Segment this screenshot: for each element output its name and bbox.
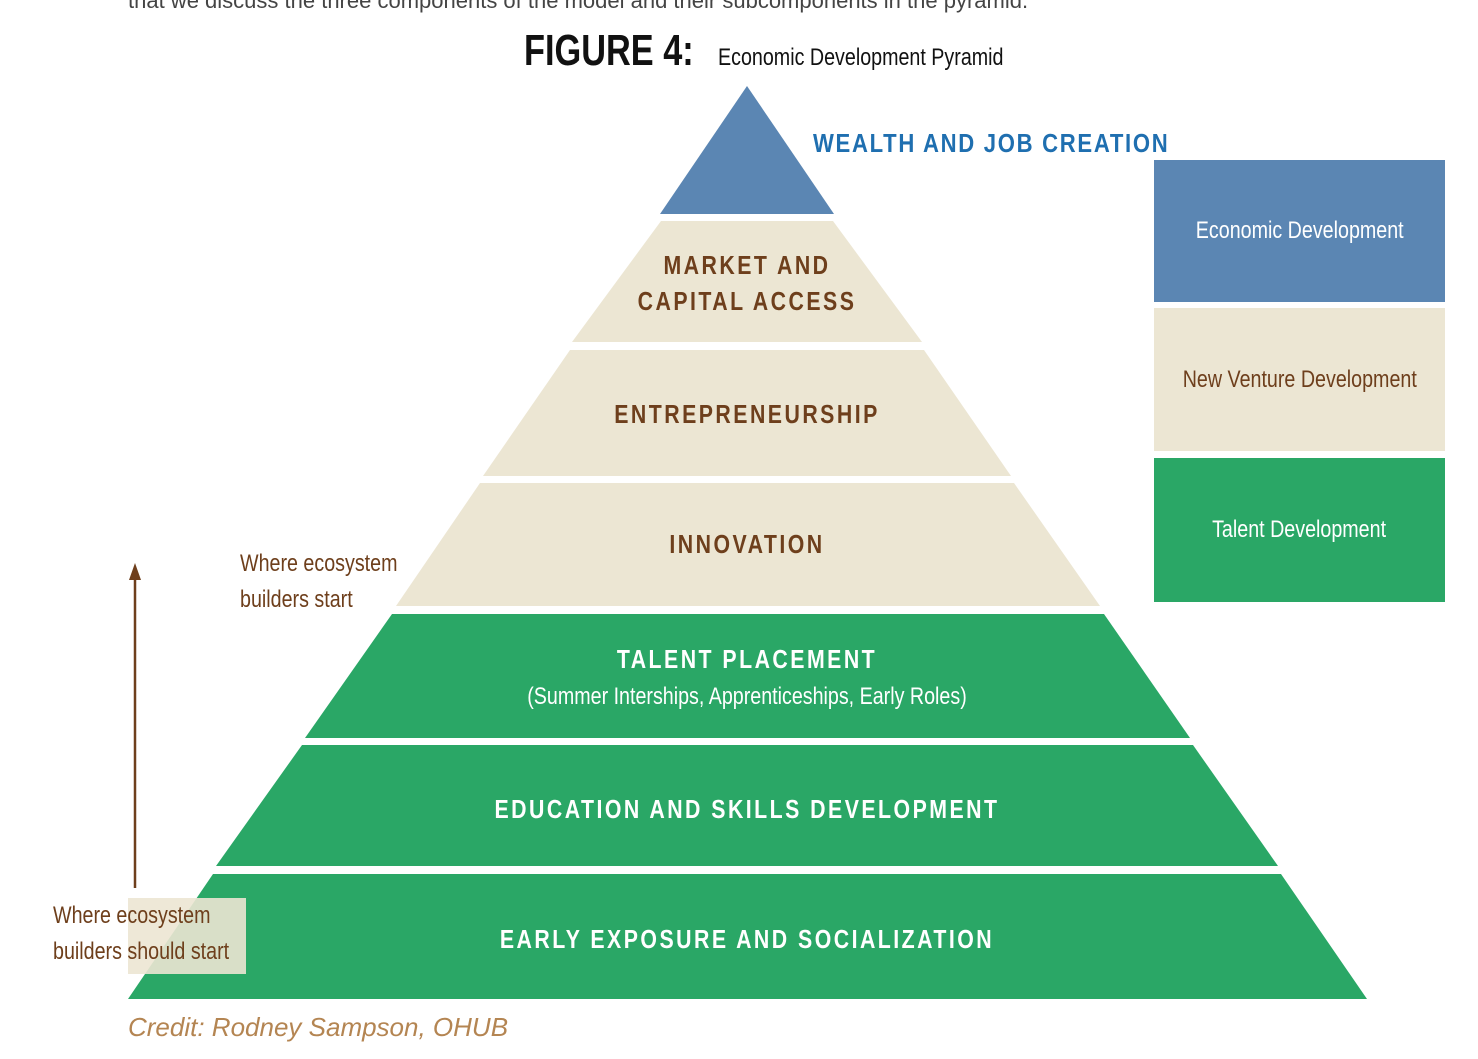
tier-innovation: [396, 483, 1100, 606]
tier-label-talent-placement-detail: (Summer Interships, Apprenticeships, Ear…: [527, 682, 967, 709]
tier-label-market-1: MARKET AND: [663, 251, 830, 281]
annotation-current-start: Where ecosystem builders start: [240, 546, 397, 618]
annotation-current-start-line1: Where ecosystem: [240, 550, 398, 577]
legend-economic-development: Economic Development: [1154, 160, 1445, 302]
tier-label-talent-placement: TALENT PLACEMENT: [617, 645, 877, 675]
legend-economic-label: Economic Development: [1195, 217, 1404, 244]
figure-title: FIGURE 4: Economic Development Pyramid: [524, 26, 1066, 76]
tier-education-skills: [216, 745, 1278, 866]
tier-talent-placement: [305, 614, 1190, 738]
legend-talent-label: Talent Development: [1212, 516, 1387, 543]
apex-label: WEALTH AND JOB CREATION: [813, 129, 1169, 158]
tier-label-education: EDUCATION AND SKILLS DEVELOPMENT: [495, 795, 1000, 825]
legend-talent-development: Talent Development: [1154, 458, 1445, 602]
annotation-should-start: Where ecosystem builders should start: [53, 898, 229, 970]
figure-label: FIGURE 4:: [524, 26, 694, 75]
tier-label-early-exposure: EARLY EXPOSURE AND SOCIALIZATION: [500, 925, 994, 955]
annotation-current-start-line2: builders start: [240, 586, 353, 613]
pyramid-apex: [660, 86, 834, 214]
tier-market-capital-access: [572, 221, 922, 342]
credit-line: Credit: Rodney Sampson, OHUB: [128, 1012, 509, 1042]
tier-entrepreneurship: [483, 350, 1011, 476]
figure-subtitle: Economic Development Pyramid: [718, 44, 1004, 71]
cutoff-text-line: that we discuss the three components of …: [128, 0, 1029, 13]
annotation-should-start-line2: builders should start: [53, 938, 230, 965]
tier-label-innovation: INNOVATION: [669, 530, 824, 560]
tier-label-market-2: CAPITAL ACCESS: [638, 287, 857, 317]
legend-new-venture-development: New Venture Development: [1154, 308, 1445, 451]
annotation-highlight: [128, 898, 246, 974]
annotation-should-start-line1: Where ecosystem: [53, 902, 211, 929]
tier-early-exposure: [128, 874, 1367, 999]
tier-label-entrepreneurship: ENTREPRENEURSHIP: [614, 400, 880, 430]
legend-venture-label: New Venture Development: [1182, 365, 1417, 393]
arrow-up-icon: [129, 563, 141, 580]
